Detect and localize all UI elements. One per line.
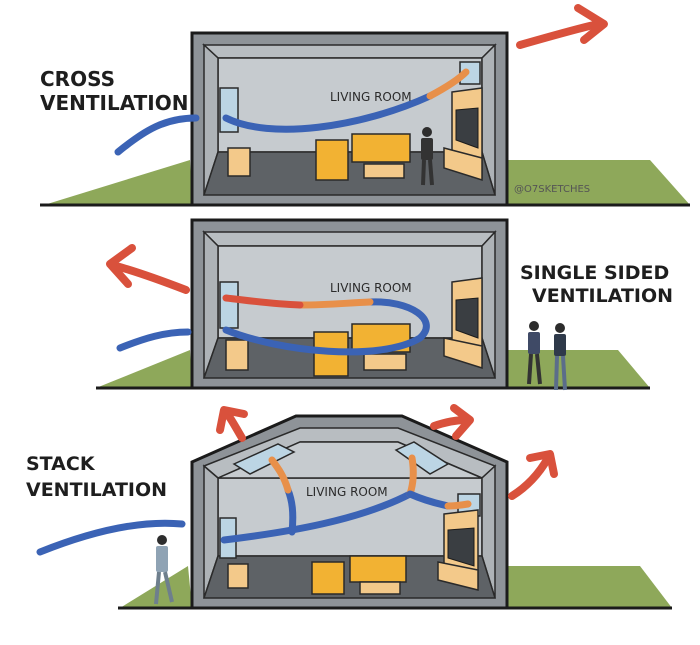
airflow-cool-incoming [114, 114, 200, 156]
ground-grass [508, 160, 690, 205]
airflow-warm [426, 68, 470, 100]
coffee-table [363, 163, 405, 179]
side-cabinet [227, 563, 249, 589]
coffee-table [359, 581, 401, 595]
credit-text: @O7SKETCHES [514, 184, 590, 195]
sofa [351, 133, 411, 163]
person-outside-left [527, 321, 542, 385]
person-outside-right [554, 323, 567, 391]
ground-grass [44, 160, 192, 205]
panel-single-sided-ventilation: SINGLE SIDED VENTILATION LIVING ROOM [96, 218, 673, 391]
tv-cabinet [443, 337, 483, 370]
airflow-cool-through [220, 490, 414, 544]
room-label: LIVING ROOM [330, 90, 412, 104]
title-line-2: VENTILATION [40, 91, 188, 115]
panel-cross-ventilation: CROSS VENTILATION LIVING ROOM @O7SKETCHE… [40, 4, 690, 207]
airflow-warm-up-left [268, 456, 292, 494]
skylight-right [394, 441, 450, 475]
person-walking [154, 535, 174, 605]
title-line-2: VENTILATION [532, 285, 673, 307]
airflow-cool-incoming [36, 519, 186, 556]
room-label: LIVING ROOM [306, 485, 388, 499]
ground-grass [508, 350, 650, 388]
tv-cabinet [437, 561, 479, 591]
airflow-hot-exit [112, 262, 190, 294]
armchair [315, 139, 349, 181]
title-line-1: CROSS [40, 67, 115, 91]
airflow-hot-return [222, 294, 304, 309]
airflow-cool-through [222, 92, 434, 133]
room-label: LIVING ROOM [330, 281, 412, 295]
title-line-1: STACK [26, 453, 96, 475]
title-line-1: SINGLE SIDED [520, 262, 669, 284]
airflow-cool-loop [222, 298, 430, 356]
window-left [219, 281, 239, 329]
coffee-table [363, 353, 407, 371]
room-back-wall [217, 57, 483, 153]
panel-stack-ventilation: STACK VENTILATION LIVING ROOM [26, 404, 672, 610]
airflow-hot-exit [516, 20, 602, 49]
arrow-head-exit [526, 450, 558, 478]
tv-screen [447, 527, 475, 567]
sofa [349, 555, 407, 583]
tv-cabinet [443, 147, 483, 182]
title-line-2: VENTILATION [26, 479, 167, 501]
airflow-cool-incoming [116, 328, 192, 352]
skylight-left [232, 443, 296, 475]
tv-screen [455, 297, 479, 339]
person-standing [421, 127, 434, 186]
tv-screen [455, 107, 479, 149]
room-ceiling [202, 231, 497, 247]
arrow-head-exit [450, 404, 474, 440]
ground-grass [508, 566, 672, 608]
room-ceiling [202, 44, 497, 59]
airflow-warm-return [296, 298, 374, 309]
airflow-hot-exit-side [508, 454, 552, 500]
arrow-head-exit [106, 244, 136, 288]
side-cabinet [225, 339, 249, 371]
arrow-head-exit [216, 406, 248, 434]
ground-grass [96, 350, 192, 388]
airflow-warm-to-window [444, 500, 472, 510]
arrow-head-exit [574, 4, 608, 44]
airflow-warm-up-right [406, 454, 417, 498]
side-cabinet [227, 147, 251, 177]
armchair [311, 561, 345, 595]
